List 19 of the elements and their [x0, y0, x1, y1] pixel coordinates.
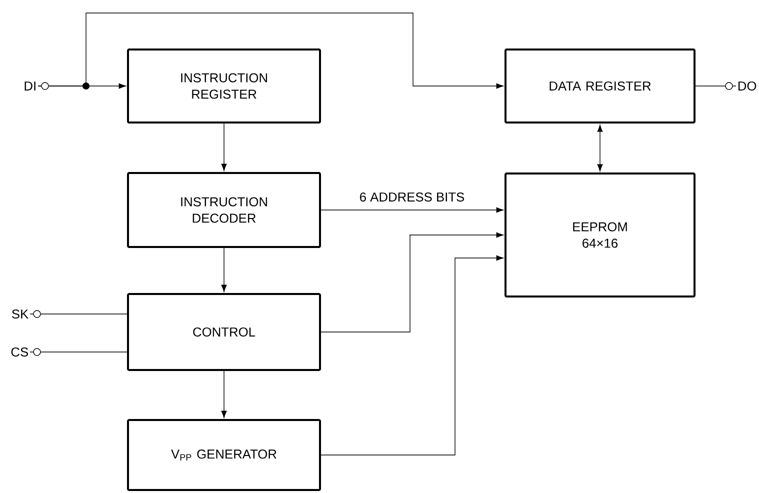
block-box: INSTRUCTION DECODER — [127, 172, 321, 248]
connector-arrow — [320, 207, 504, 213]
connector-arrow — [38, 12, 504, 89]
block-box: INSTRUCTION REGISTER — [127, 48, 321, 124]
pin-label: CS — [11, 347, 28, 357]
block-box: CONTROL — [127, 293, 321, 371]
block-box: V$_{PP}$ GENERATOR — [127, 419, 321, 491]
block-box: EEPROM 64×16 — [504, 172, 696, 298]
connector-arrow — [221, 370, 227, 418]
connector-arrow — [597, 124, 603, 172]
pin-label: DI — [24, 82, 36, 90]
connector-arrow — [221, 248, 227, 292]
connector-arrow — [221, 123, 227, 171]
connector-arrow — [320, 255, 504, 456]
block-box: DATA REGISTER — [504, 48, 696, 124]
pin-label: DO — [738, 81, 756, 91]
edge-label: 6 ADDRESS BITS — [358, 191, 466, 203]
pin-label: SK — [12, 309, 28, 319]
connector-arrow — [320, 232, 504, 332]
